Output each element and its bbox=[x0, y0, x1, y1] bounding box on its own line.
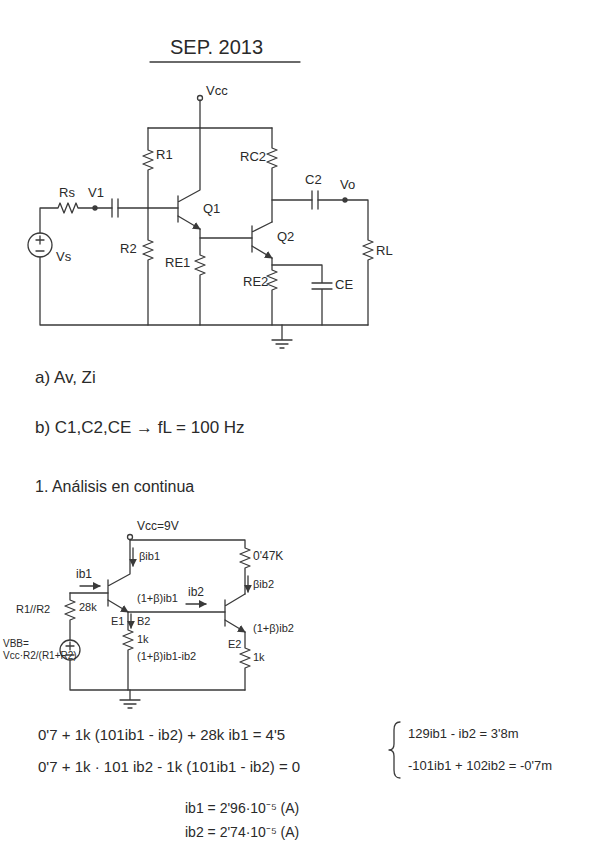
re1-resistor bbox=[195, 229, 205, 325]
node-label: V1 bbox=[88, 186, 104, 201]
q2-emitter bbox=[225, 620, 245, 632]
component-label: Vs bbox=[56, 250, 71, 265]
source-polarity bbox=[36, 236, 44, 251]
equation: 0'7 + 1k · 101 ib2 - 1k (101ib1 - ib2) =… bbox=[38, 758, 300, 775]
current-label: (1+β)ib1 bbox=[137, 592, 178, 605]
ground-rail bbox=[40, 257, 368, 325]
r1-resistor bbox=[143, 128, 153, 208]
title: SEP. 2013 bbox=[170, 36, 263, 59]
node-label: E2 bbox=[228, 638, 241, 651]
section-heading: 1. Análisis en continua bbox=[35, 478, 194, 496]
q1-emitter bbox=[178, 216, 200, 229]
current-label: βib2 bbox=[253, 578, 274, 591]
input-wire bbox=[40, 203, 112, 233]
transistor-label: Q1 bbox=[203, 202, 220, 217]
current-label: ib1 bbox=[76, 568, 92, 582]
component-label: RC2 bbox=[240, 150, 266, 165]
rbb-resistor bbox=[65, 593, 75, 640]
transistor-label: Q2 bbox=[277, 230, 294, 245]
vcc-label: Vcc bbox=[206, 84, 228, 99]
vbb-source bbox=[60, 640, 80, 660]
vcc-terminal bbox=[198, 96, 203, 101]
source-symbol bbox=[28, 233, 52, 257]
node-label: B2 bbox=[137, 615, 150, 628]
q2-emitter bbox=[252, 246, 272, 258]
node-label: Vo bbox=[340, 178, 355, 193]
q1-transistor bbox=[108, 540, 130, 606]
c1-capacitor bbox=[112, 199, 118, 217]
component-label: C2 bbox=[305, 173, 322, 188]
equation: 0'7 + 1k (101ib1 - ib2) + 28k ib1 = 4'5 bbox=[38, 726, 285, 743]
source-polarity bbox=[66, 642, 74, 655]
equation: -101ib1 + 102ib2 = -0'7m bbox=[408, 759, 552, 774]
base-wire bbox=[70, 592, 108, 593]
current-label: βib1 bbox=[139, 550, 160, 563]
ground-symbol bbox=[120, 690, 140, 708]
component-value: 28k bbox=[79, 601, 97, 614]
component-value: 1k bbox=[253, 651, 265, 664]
vbb-formula: VBB= Vcc·R2/(R1+R2) bbox=[3, 638, 59, 661]
question-text: a) Av, Zi bbox=[35, 368, 96, 388]
component-label: 0'47K bbox=[253, 550, 283, 564]
current-label: ib2 bbox=[188, 586, 204, 600]
ce-capacitor bbox=[272, 265, 332, 325]
current-arrow bbox=[130, 614, 131, 628]
component-label: RE2 bbox=[243, 275, 268, 290]
component-label: R1//R2 bbox=[16, 603, 50, 616]
component-label: R2 bbox=[120, 242, 137, 257]
current-arrow bbox=[247, 576, 248, 592]
r2-resistor bbox=[143, 208, 153, 325]
vcc-label: Vcc=9V bbox=[137, 520, 179, 534]
component-label: Rs bbox=[59, 186, 75, 201]
current-arrow bbox=[186, 603, 206, 604]
vo-node bbox=[343, 198, 347, 202]
q1-emitter bbox=[108, 600, 128, 612]
component-label: R1 bbox=[156, 148, 173, 163]
component-label: CE bbox=[335, 278, 353, 293]
result: ib2 = 2'74·10⁻⁵ (A) bbox=[185, 824, 299, 840]
c2-capacitor bbox=[312, 191, 318, 209]
vcc-terminal bbox=[128, 535, 133, 540]
output-wire bbox=[272, 200, 373, 325]
current-arrow bbox=[132, 548, 133, 566]
node-label: E1 bbox=[111, 615, 124, 628]
re1-resistor bbox=[123, 612, 133, 690]
current-label: (1+β)ib1-ib2 bbox=[137, 650, 196, 663]
rc2-resistor bbox=[267, 128, 277, 222]
title-underline bbox=[150, 61, 300, 62]
vcc-wire bbox=[148, 100, 272, 128]
e1-wire bbox=[70, 612, 245, 690]
re2-resistor bbox=[267, 258, 277, 325]
component-value: 1k bbox=[137, 633, 149, 646]
component-label: RL bbox=[376, 244, 393, 259]
component-label: RE1 bbox=[165, 256, 190, 271]
ground-symbol bbox=[272, 325, 292, 348]
current-label: (1+β)ib2 bbox=[253, 622, 294, 635]
base-wire bbox=[118, 207, 178, 208]
system-brace bbox=[389, 722, 400, 778]
current-arrow bbox=[80, 585, 100, 586]
question-text: b) C1,C2,CE → fL = 100 Hz bbox=[35, 418, 245, 438]
re2-resistor bbox=[240, 632, 250, 690]
v1-node bbox=[93, 206, 97, 210]
equation: 129ib1 - ib2 = 3'8m bbox=[408, 727, 519, 742]
result: ib1 = 2'96·10⁻⁵ (A) bbox=[185, 800, 299, 816]
q1-transistor bbox=[178, 128, 200, 222]
q2-base-wire bbox=[200, 237, 252, 238]
